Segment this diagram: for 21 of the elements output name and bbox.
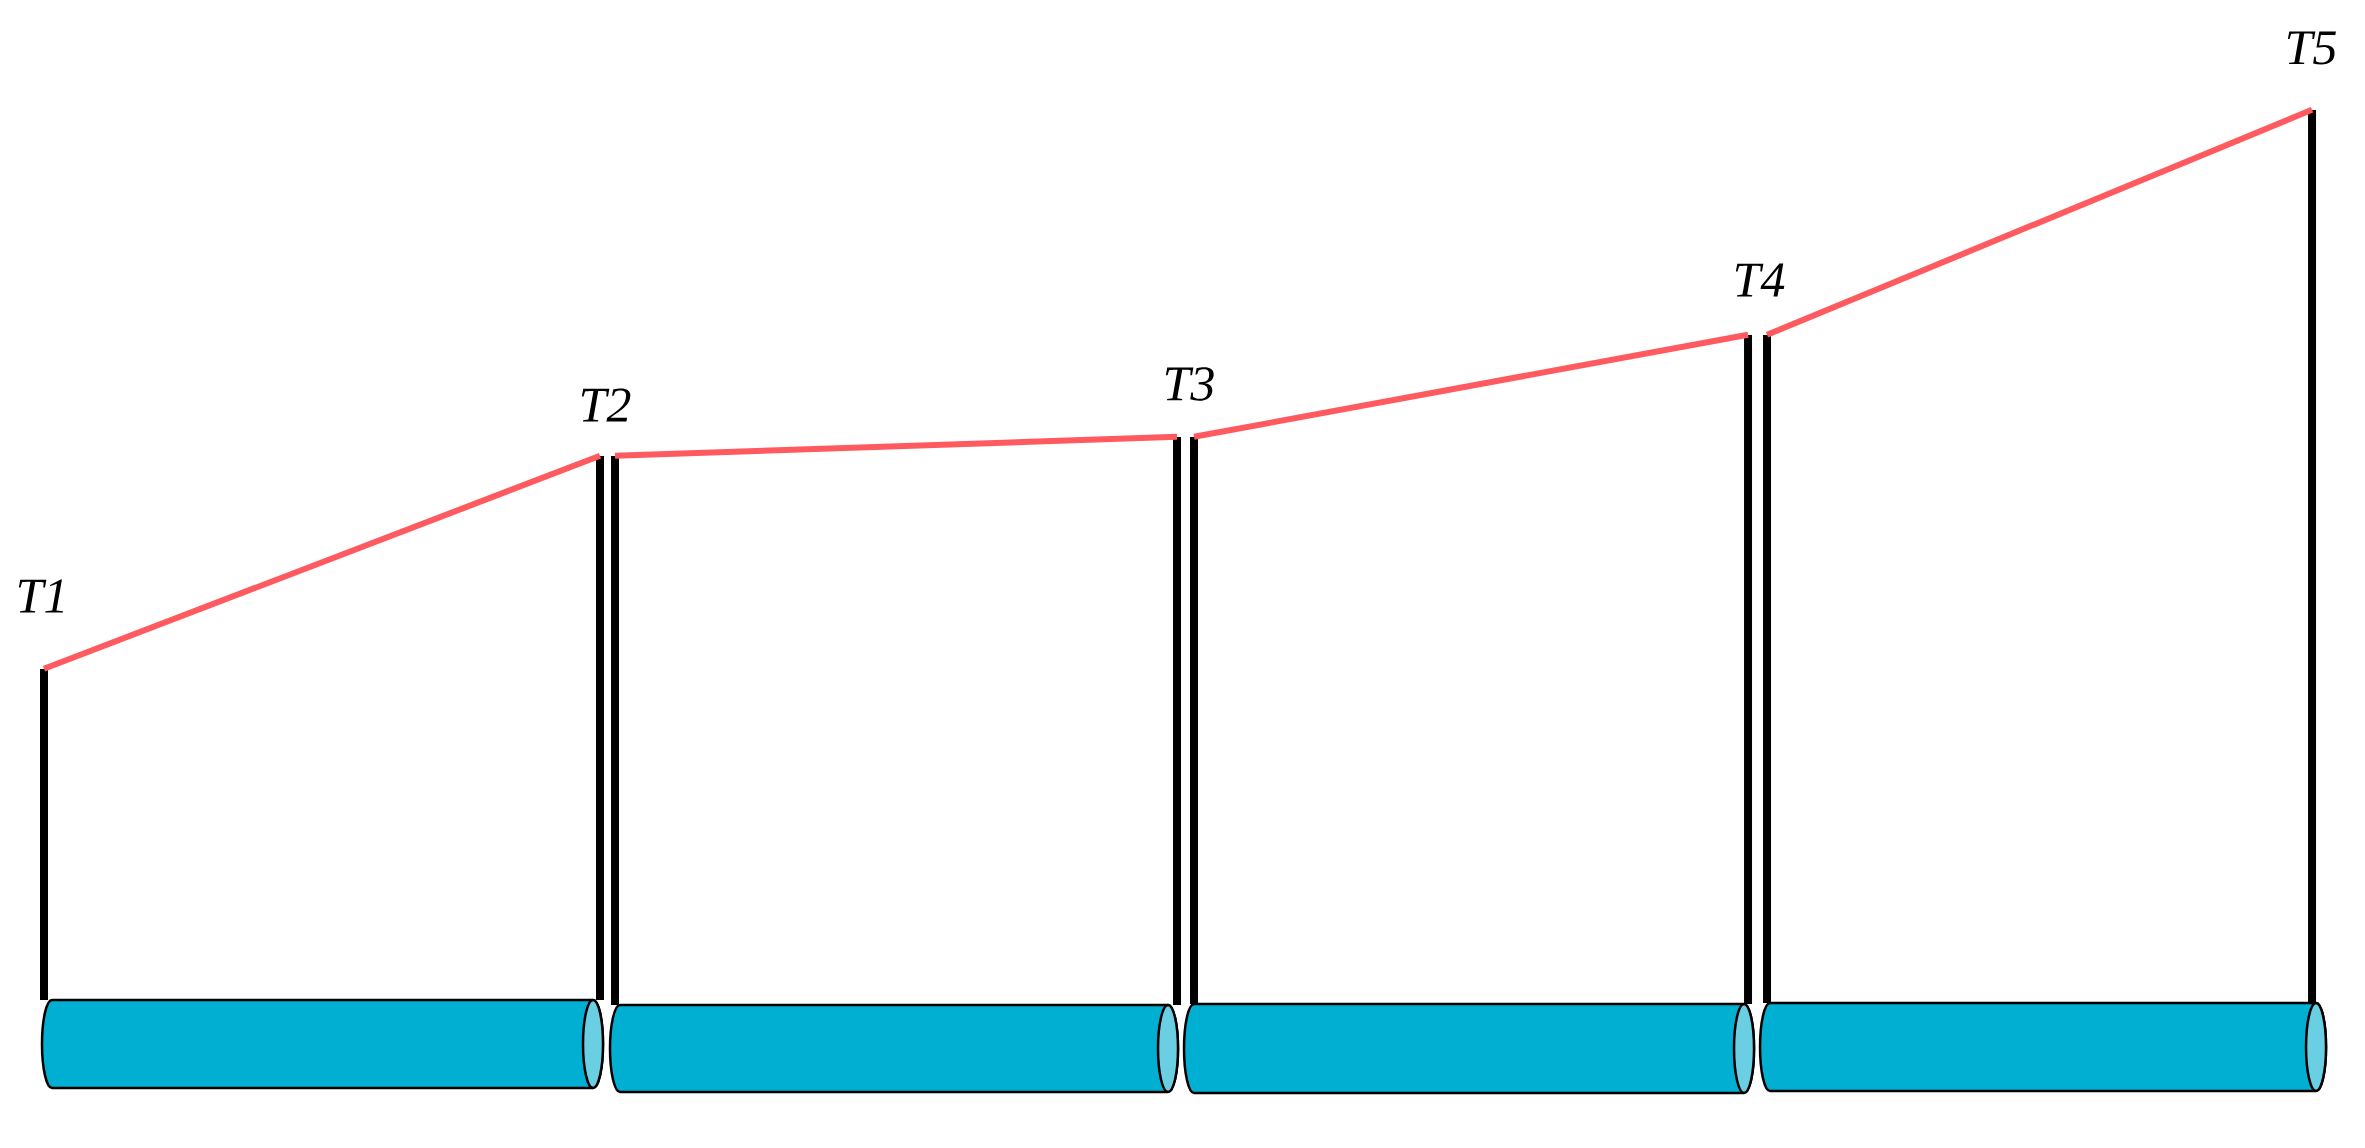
vertical-bar [40,669,48,1000]
connecting-line [614,433,1178,459]
cylinder [1758,1001,2328,1093]
vertical-bar [1190,437,1198,1004]
connecting-line [1193,331,1749,440]
connecting-line [42,453,602,672]
vertical-bar [1173,437,1181,1005]
cylinder [1182,1002,1756,1095]
vertical-bar [1744,335,1752,1004]
connecting-line [1765,107,2314,338]
point-label: T2 [581,388,631,422]
point-label: T1 [18,579,64,613]
vertical-bar [596,456,604,1000]
point-label: T4 [1735,263,1785,297]
point-label: T3 [1165,367,1214,401]
vertical-bar [611,456,619,1005]
cylinder [608,1003,1180,1094]
cylinder [40,998,605,1090]
point-label: T5 [2287,31,2336,65]
vertical-bar [2308,110,2317,1003]
vertical-bar [1763,335,1772,1003]
